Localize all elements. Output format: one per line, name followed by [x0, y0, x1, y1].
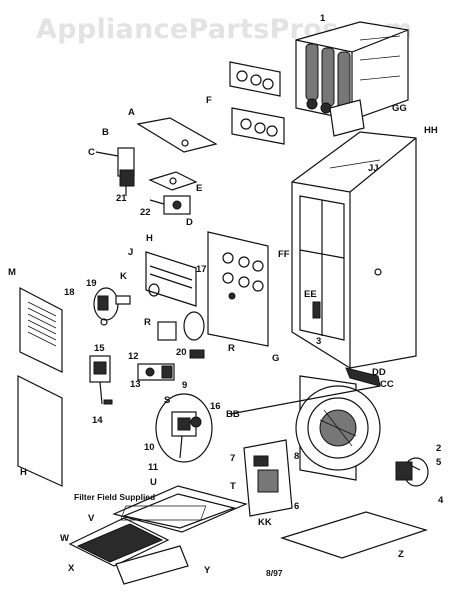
label-11: 11: [148, 462, 159, 473]
label-8: 8: [294, 451, 300, 462]
label-k: K: [120, 271, 127, 282]
gas-manifold: [137, 363, 175, 381]
lower-door-h: [17, 375, 63, 487]
label-22: 22: [140, 207, 151, 218]
limit-switches: [157, 311, 205, 359]
label-b: B: [102, 127, 109, 138]
date-code: 8/97: [266, 568, 283, 578]
label-w: W: [60, 533, 69, 544]
label-bb: BB: [226, 409, 240, 420]
filter-note: Filter Field Supplied: [74, 492, 156, 502]
panel-g: [207, 231, 269, 347]
label-ee: EE: [304, 289, 317, 300]
bracket-gg: [329, 99, 365, 137]
burner-j: [145, 251, 197, 307]
base-pan-z: [280, 511, 428, 559]
upper-door-m: [19, 287, 63, 373]
label-t: T: [230, 481, 236, 492]
label-12: 12: [128, 351, 139, 362]
label-r2: R: [228, 343, 235, 354]
blower-assembly: [229, 367, 381, 481]
label-7: 7: [230, 453, 236, 464]
label-18: 18: [64, 287, 75, 298]
ignitor-assembly: [95, 147, 135, 196]
label-19: 19: [86, 278, 97, 289]
gas-valve: [89, 355, 113, 405]
label-17: 17: [196, 264, 207, 275]
label-h-top: H: [146, 233, 153, 244]
label-d: D: [186, 217, 193, 228]
control-assembly: [155, 393, 213, 463]
label-1: 1: [320, 13, 326, 24]
label-m: M: [8, 267, 16, 278]
filter-frame-u: [112, 485, 248, 533]
label-dd: DD: [372, 367, 386, 378]
label-kk: KK: [258, 517, 272, 528]
label-10: 10: [144, 442, 155, 453]
label-f: F: [206, 95, 212, 106]
label-9: 9: [182, 380, 188, 391]
label-y: Y: [204, 565, 211, 576]
filter-v: [68, 517, 170, 567]
label-h-bottom: H: [20, 467, 27, 478]
label-21: 21: [116, 193, 127, 204]
label-s: S: [164, 395, 171, 406]
panel-a: [136, 117, 218, 153]
label-u: U: [150, 477, 157, 488]
gasket-plates-f: [229, 61, 285, 145]
label-c: C: [88, 147, 95, 158]
label-r1: R: [144, 317, 151, 328]
cabinet-hh: [291, 131, 417, 369]
blower-motor: [395, 457, 429, 487]
label-5: 5: [436, 457, 442, 468]
label-gg: GG: [392, 103, 407, 114]
label-g: G: [272, 353, 280, 364]
label-16: 16: [210, 401, 221, 412]
label-x: X: [68, 563, 75, 574]
label-a: A: [128, 107, 135, 118]
label-cc: CC: [380, 379, 394, 390]
label-z: Z: [398, 549, 404, 560]
label-v: V: [88, 513, 95, 524]
label-6: 6: [294, 501, 300, 512]
label-13: 13: [130, 379, 141, 390]
label-15: 15: [94, 343, 105, 354]
label-14: 14: [92, 415, 103, 426]
label-2: 2: [436, 443, 442, 454]
filter-rack-x: [115, 545, 189, 585]
label-20: 20: [176, 347, 187, 358]
label-3: 3: [316, 336, 322, 347]
label-ff: FF: [278, 249, 290, 260]
label-hh: HH: [424, 125, 438, 136]
pressure-switch: [148, 171, 198, 215]
label-jj: JJ: [368, 163, 379, 174]
label-4: 4: [438, 495, 444, 506]
label-j: J: [128, 247, 134, 258]
inducer-motor: [93, 287, 131, 326]
control-board: [243, 439, 293, 517]
label-e: E: [196, 183, 203, 194]
